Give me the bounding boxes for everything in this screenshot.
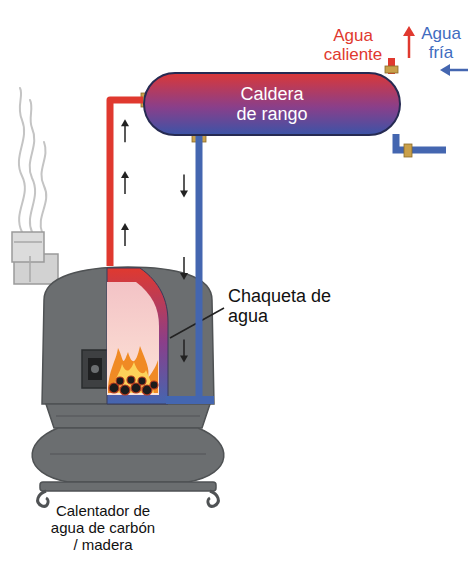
boiler-tank: Caldera de rango xyxy=(143,72,401,136)
inlet-label: Agua fría xyxy=(414,24,468,62)
tank-label: Caldera de rango xyxy=(232,84,312,124)
outlet-label: Agua caliente xyxy=(318,26,388,64)
flow-arrowhead xyxy=(180,273,188,280)
water-pipe xyxy=(110,100,143,266)
flow-arrowhead xyxy=(121,171,129,178)
smoke xyxy=(19,88,46,232)
flow-arrowhead xyxy=(121,119,129,126)
pipe-line xyxy=(199,136,214,400)
outlet-pipes xyxy=(141,58,446,157)
heater-label: Calentador de agua de carbón / madera xyxy=(28,503,178,553)
chimney xyxy=(12,232,58,284)
flow-arrow xyxy=(124,124,126,142)
water-pipe xyxy=(180,136,214,400)
flow-arrow xyxy=(183,257,185,275)
fire xyxy=(108,346,158,395)
flow-arrow xyxy=(183,175,185,193)
flow-arrowhead xyxy=(121,223,129,230)
flow-arrow xyxy=(124,228,126,246)
heater-stove: Calentador de agua de carbón / madera xyxy=(28,266,214,556)
flow-arrow xyxy=(124,176,126,194)
flow-arrow xyxy=(183,340,185,358)
stove-door xyxy=(82,350,108,388)
flow-arrowhead xyxy=(180,191,188,198)
flow-arrowhead xyxy=(180,356,188,363)
stove-body xyxy=(32,267,224,506)
pipe-line xyxy=(110,100,143,266)
jacket-label: Chaqueta de agua xyxy=(228,286,340,326)
